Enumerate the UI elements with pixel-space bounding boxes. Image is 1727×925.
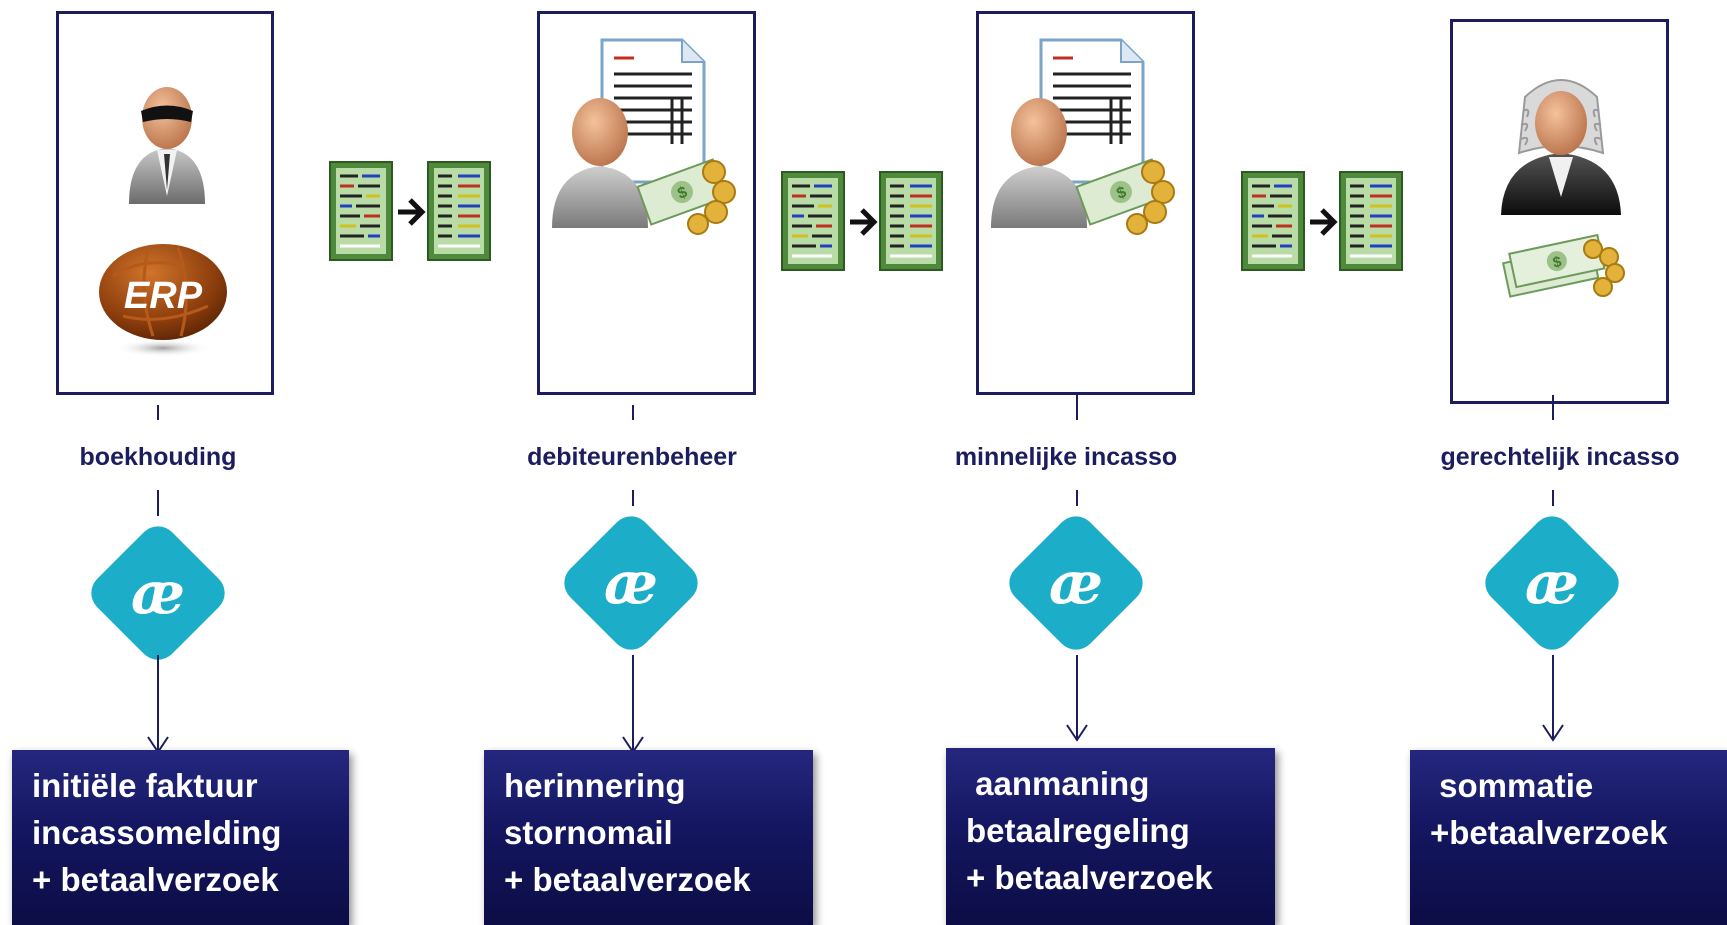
connector-stage-1-top (157, 405, 159, 420)
connector-stage-1-mid (157, 490, 159, 516)
output-line: + betaalverzoek (32, 861, 279, 898)
output-line: +betaalverzoek (1430, 814, 1668, 851)
person-with-invoice-icon: $ (552, 38, 736, 235)
output-line: + betaalverzoek (504, 861, 751, 898)
connector-stage-3-mid (1076, 490, 1078, 506)
data-transform-icon (781, 171, 943, 271)
stage-4-frame: $ (1450, 19, 1669, 404)
output-line: initiële faktuur (32, 767, 258, 804)
stage-label-gerechtelijk-incasso: gerechtelijk incasso (1440, 443, 1680, 471)
stage-1-frame: ERP (56, 11, 274, 395)
connector-stage-2-mid (632, 490, 634, 506)
ae-logo-glyph: æ (603, 549, 659, 617)
stage-3-frame: $ (976, 11, 1195, 395)
output-box-boekhouding: initiële faktuur incassomelding + betaal… (12, 750, 349, 925)
ae-logo-glyph: æ (1524, 549, 1580, 617)
connector-stage-4-mid (1552, 490, 1554, 506)
data-transform-icon (1241, 171, 1403, 271)
business-person-icon (129, 87, 205, 204)
output-line: + betaalverzoek (966, 859, 1213, 896)
arrow-stage-2 (622, 655, 644, 754)
stage-label-boekhouding: boekhouding (79, 443, 237, 471)
output-line: sommatie (1430, 767, 1594, 804)
output-box-minnelijke-incasso: aanmaning betaalregeling + betaalverzoek (946, 748, 1275, 925)
output-line: stornomail (504, 814, 673, 851)
stage-label-minnelijke-incasso: minnelijke incasso (954, 443, 1178, 471)
data-transform-icon (329, 161, 491, 261)
judge-icon (1501, 79, 1621, 215)
arrow-stage-4 (1542, 655, 1564, 742)
connector-stage-4-top (1552, 395, 1554, 420)
stage-2-frame: $ (537, 11, 756, 395)
person-with-invoice-icon: $ (991, 38, 1175, 235)
output-line: betaalregeling (966, 812, 1190, 849)
ae-logo-glyph: æ (130, 559, 186, 627)
money-icon: $ (1501, 233, 1625, 298)
connector-stage-3-top (1076, 395, 1078, 420)
stage-label-debiteurenbeheer: debiteurenbeheer (527, 443, 737, 471)
arrow-stage-3 (1066, 655, 1088, 742)
output-line: incassomelding (32, 814, 282, 851)
output-line: aanmaning (966, 765, 1150, 802)
svg-text:ERP: ERP (124, 275, 203, 317)
ae-logo-glyph: æ (1048, 549, 1104, 617)
output-box-debiteurenbeheer: herinnering stornomail + betaalverzoek (484, 750, 813, 925)
output-line: herinnering (504, 767, 686, 804)
connector-stage-2-top (632, 405, 634, 420)
output-box-gerechtelijk-incasso: sommatie +betaalverzoek (1410, 750, 1727, 925)
arrow-stage-1 (147, 655, 169, 754)
erp-system-icon: ERP (99, 244, 227, 357)
